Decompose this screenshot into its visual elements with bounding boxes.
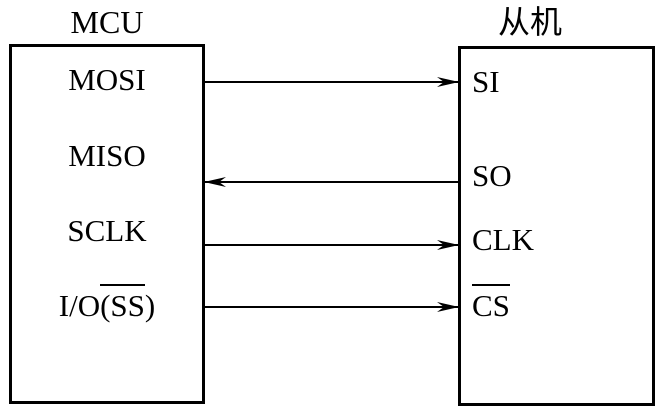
mcu-pin-miso: MISO (68, 138, 146, 173)
mcu-pin-sclk: SCLK (67, 213, 147, 248)
slave-pin-cs: CS (472, 284, 510, 321)
arrowhead-right-icon (437, 302, 459, 312)
arrowhead-right-icon (437, 240, 459, 250)
mcu-pin-ss: I/O(SS) (9, 284, 205, 321)
arrowhead-right-icon (437, 77, 459, 87)
mcu-box (9, 44, 205, 404)
slave-pin-clk: CLK (472, 222, 534, 257)
mcu-title: MCU (70, 4, 144, 40)
slave-pin-so: SO (472, 158, 512, 193)
ss-overlined: (SS (100, 284, 145, 321)
slave-title: 从机 (497, 4, 562, 40)
slave-box (458, 46, 655, 406)
cs-overlined: CS (472, 284, 510, 321)
arrowhead-left-icon (204, 177, 226, 187)
ss-prefix: I/O (58, 288, 101, 323)
slave-pin-si: SI (472, 64, 500, 99)
ss-suffix: ) (144, 288, 156, 323)
mcu-pin-mosi: MOSI (68, 62, 146, 97)
